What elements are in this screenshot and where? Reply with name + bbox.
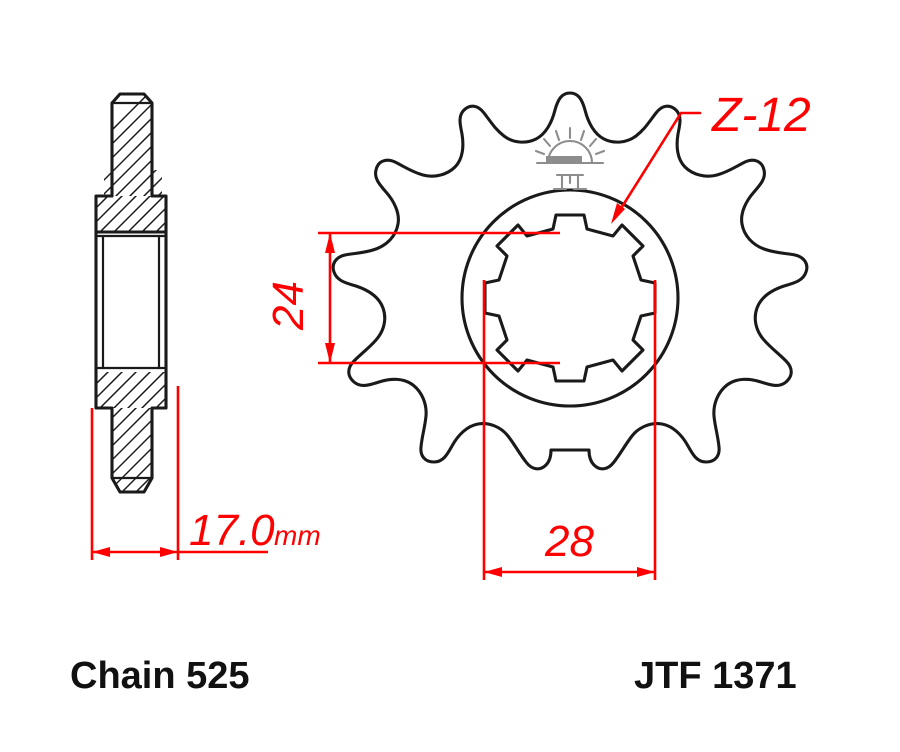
tooth-width-arrow-right (637, 567, 655, 577)
section-hatching-upper-flange (96, 196, 166, 232)
thickness-value-label: 17.0 (189, 506, 275, 555)
sprocket-inner-spline-profile (483, 213, 657, 383)
front-view (331, 91, 809, 471)
sunburst-ray-5-icon (588, 137, 598, 148)
sunburst-ray-7-icon (594, 149, 606, 156)
section-upper-flange-outline (94, 194, 168, 234)
bore-arrow-top (325, 233, 335, 253)
logo-glyph-icon (552, 173, 588, 191)
section-view (94, 92, 168, 494)
sprocket-outer-teeth-profile (331, 91, 809, 471)
callout-teeth-count: Z-12 (611, 89, 811, 224)
section-hatching-upper-boss (104, 94, 162, 196)
sunburst-ray-4-icon (542, 137, 552, 148)
bore-value-label: 24 (264, 281, 313, 331)
thickness-arrow-right (160, 547, 178, 557)
sunburst-ray-3-icon (579, 129, 586, 142)
teeth-callout-arrowhead (611, 203, 625, 224)
teeth-callout-label: Z-12 (711, 89, 811, 142)
bore-arrow-bottom (325, 343, 335, 363)
sunburst-dome-icon (546, 139, 594, 165)
tooth-width-value-label: 28 (544, 517, 594, 566)
thickness-unit-label: mm (274, 520, 321, 551)
dimension-bore: 24 (264, 231, 560, 365)
section-lower-flange-outline (94, 370, 168, 494)
sunburst-ray-2-icon (554, 129, 561, 142)
part-number-caption: JTF 1371 (634, 655, 797, 697)
sunburst-logo (534, 126, 606, 191)
dimension-thickness: 17.0 mm (90, 386, 321, 560)
dimension-tooth-width: 28 (482, 280, 657, 580)
tooth-width-arrow-left (484, 567, 502, 577)
sunburst-ray-6-icon (534, 149, 546, 156)
chain-caption: Chain 525 (70, 655, 250, 697)
section-hatching-lower-boss (112, 408, 152, 492)
sunburst-horizon-bar-icon (546, 156, 582, 163)
section-upper-tooth-outline (110, 92, 154, 198)
teeth-callout-leader-line (613, 111, 702, 220)
thickness-arrow-left (92, 547, 110, 557)
section-hatching-lower-flange (96, 372, 166, 408)
sprocket-hub-circle (460, 188, 680, 408)
